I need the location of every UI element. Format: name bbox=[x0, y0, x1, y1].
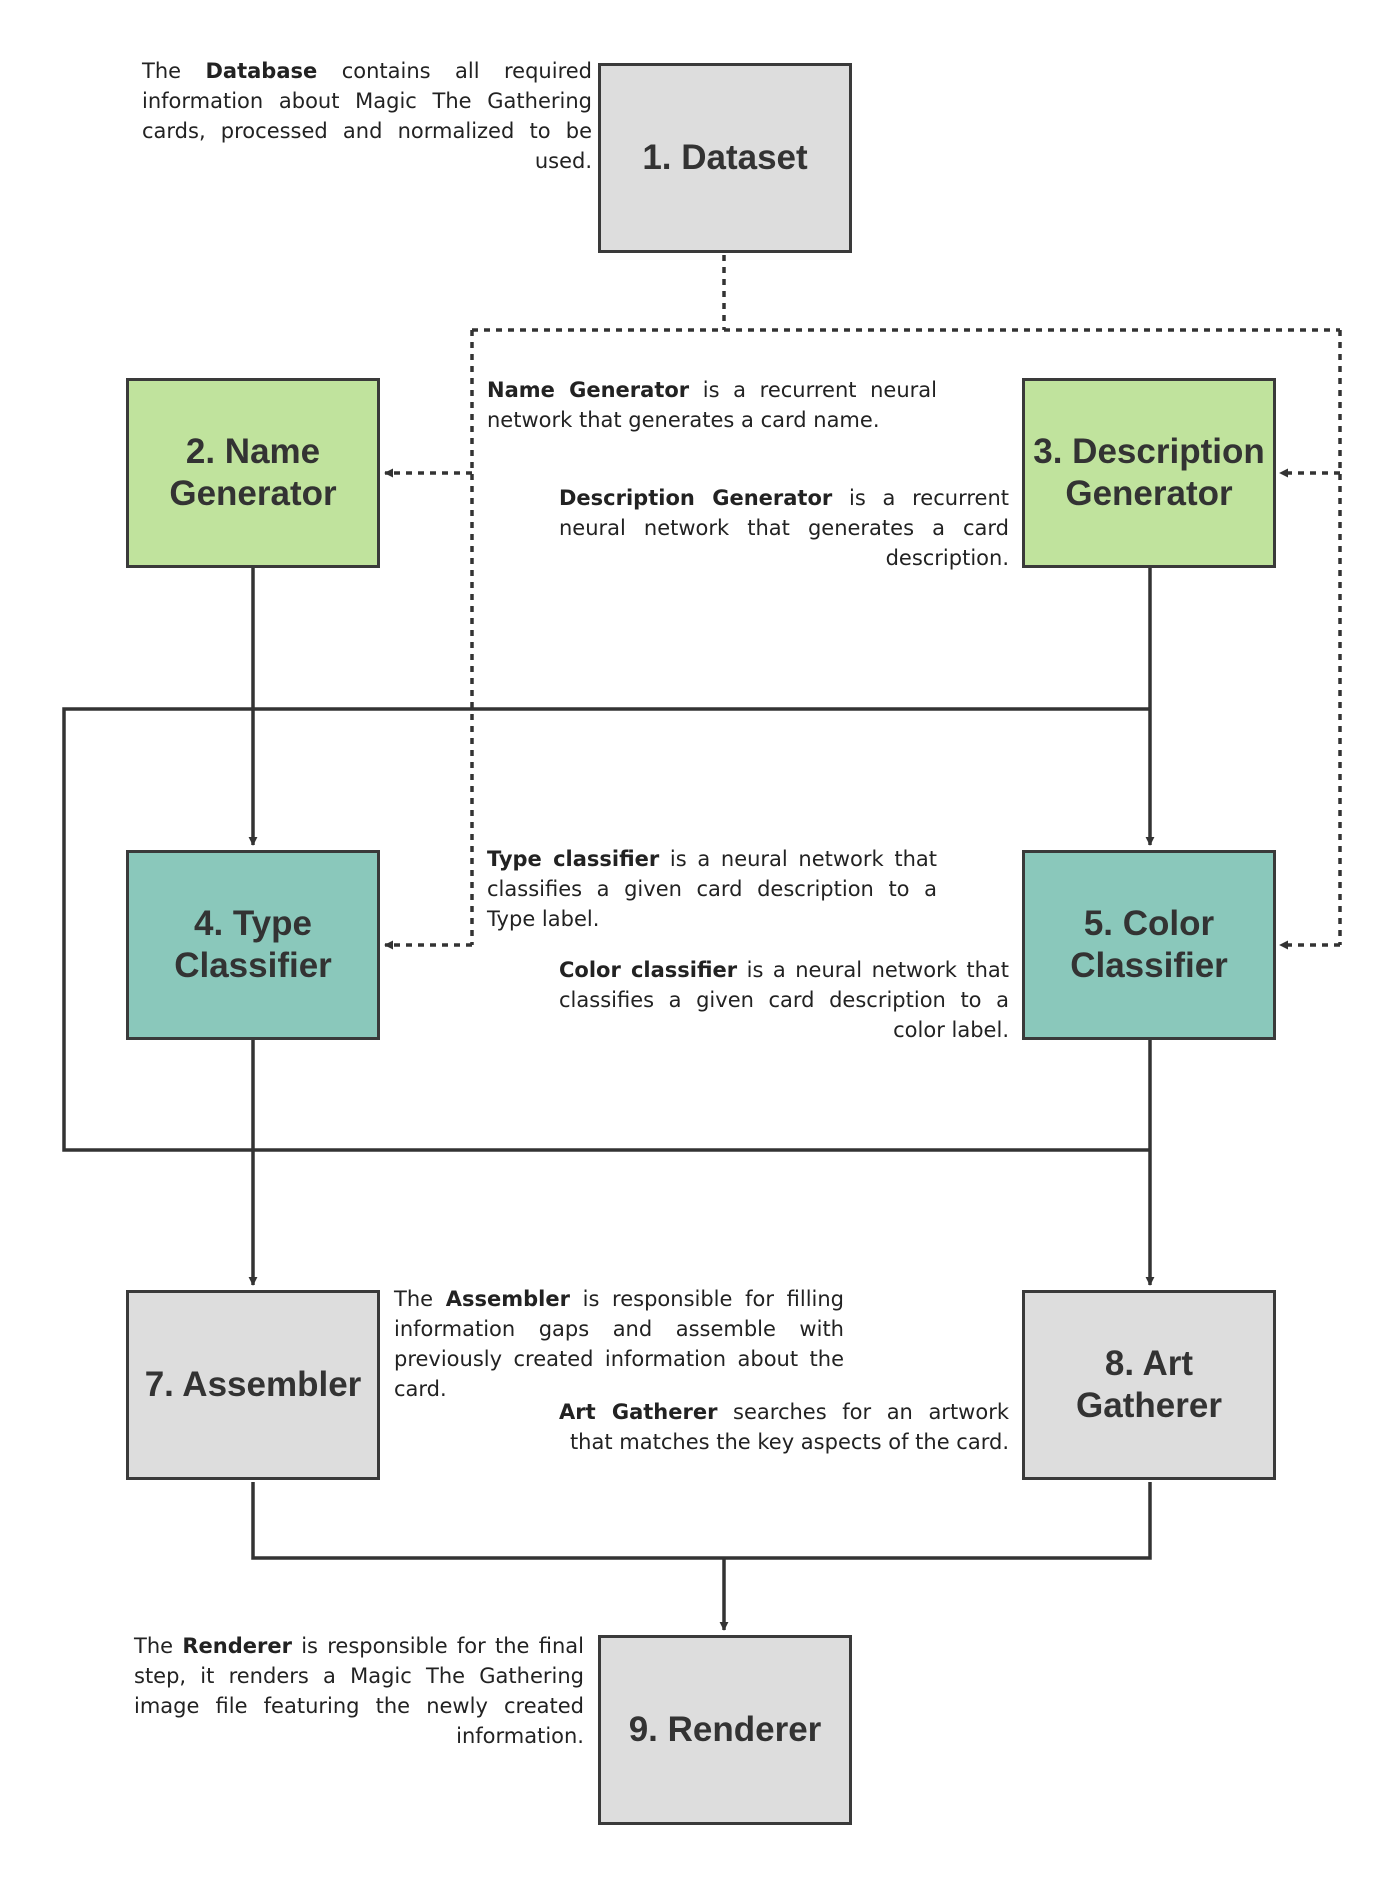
node-dataset-label: 1. Dataset bbox=[642, 138, 808, 177]
note-assembler: The Assembler is responsible for filling… bbox=[394, 1287, 845, 1401]
note-description-generator-term: Description Generator bbox=[559, 486, 833, 510]
node-renderer: 9. Renderer bbox=[598, 1635, 852, 1825]
node-dataset: 1. Dataset bbox=[598, 63, 852, 253]
node-type-classifier: 4. Type Classifier bbox=[126, 850, 380, 1040]
node-art-gatherer-label: 8. Art Gatherer bbox=[1076, 1344, 1222, 1425]
note-color-classifier-term: Color classifier bbox=[559, 958, 738, 982]
node-color-classifier: 5. Color Classifier bbox=[1022, 850, 1276, 1040]
node-color-classifier-label: 5. Color Classifier bbox=[1070, 904, 1228, 985]
note-art-gatherer: Art Gatherer searches for an artwork tha… bbox=[559, 1400, 1009, 1454]
node-art-gatherer: 8. Art Gatherer bbox=[1022, 1290, 1276, 1480]
node-name-generator-label: 2. Name Generator bbox=[169, 432, 337, 513]
note-dataset: The Database contains all required infor… bbox=[142, 59, 592, 173]
note-renderer-term: Renderer bbox=[182, 1634, 292, 1658]
note-art-gatherer-term: Art Gatherer bbox=[559, 1400, 718, 1424]
node-name-generator: 2. Name Generator bbox=[126, 378, 380, 568]
note-type-classifier: Type classifier is a neural network that… bbox=[487, 847, 938, 931]
node-type-classifier-label: 4. Type Classifier bbox=[174, 904, 332, 985]
node-description-generator-label: 3. Description Generator bbox=[1033, 432, 1265, 513]
note-name-generator: Name Generator is a recurrent neural net… bbox=[487, 378, 937, 432]
note-description-generator: Description Generator is a recurrent neu… bbox=[559, 486, 1009, 570]
note-name-generator-term: Name Generator bbox=[487, 378, 690, 402]
node-assembler-label: 7. Assembler bbox=[144, 1365, 362, 1404]
merge-line bbox=[251, 1482, 1152, 1560]
node-renderer-label: 9. Renderer bbox=[628, 1710, 822, 1749]
note-color-classifier: Color classifier is a neural network tha… bbox=[559, 958, 1009, 1042]
note-renderer: The Renderer is responsible for the fina… bbox=[134, 1634, 584, 1748]
node-description-generator: 3. Description Generator bbox=[1022, 378, 1276, 568]
note-type-classifier-term: Type classifier bbox=[487, 847, 660, 871]
note-dataset-term: Database bbox=[205, 59, 318, 83]
note-assembler-term: Assembler bbox=[445, 1287, 570, 1311]
node-assembler: 7. Assembler bbox=[126, 1290, 380, 1480]
upper-cross-line bbox=[62, 707, 1150, 1152]
